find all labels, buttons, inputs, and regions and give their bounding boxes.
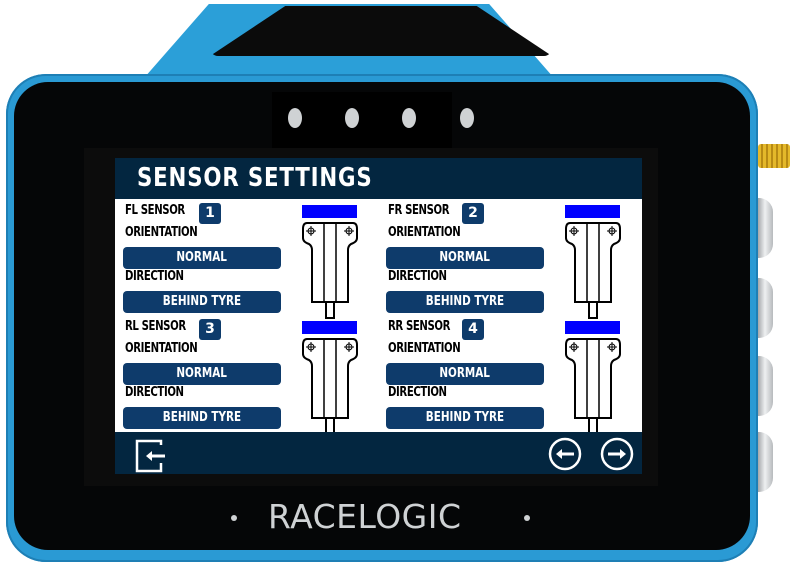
sensor-label: RR SENSOR (388, 319, 451, 334)
footer-bar (115, 432, 642, 474)
orientation-select[interactable]: NORMAL (123, 363, 281, 385)
direction-label: DIRECTION (125, 269, 184, 284)
previous-button[interactable] (548, 437, 582, 474)
direction-select[interactable]: BEHIND TYRE (386, 291, 544, 313)
sensor-number-badge: 2 (462, 203, 484, 224)
sensor-icon (565, 338, 621, 435)
direction-label: DIRECTION (125, 385, 184, 400)
screen: SENSOR SETTINGS FL SENSOR 1 ORIENTATION … (115, 158, 642, 474)
orientation-label: ORIENTATION (388, 225, 461, 240)
direction-select[interactable]: BEHIND TYRE (123, 291, 281, 313)
sensor-panel-rl: RL SENSOR 3 ORIENTATION NORMAL DIRECTION… (115, 315, 378, 430)
orientation-select[interactable]: NORMAL (386, 247, 544, 269)
exit-button[interactable] (135, 439, 169, 474)
sensor-indicator-bar (302, 205, 357, 218)
exit-icon (135, 439, 165, 473)
direction-label: DIRECTION (388, 269, 447, 284)
sensor-number-badge: 4 (462, 319, 484, 340)
sensor-indicator-bar (565, 205, 620, 218)
sensor-diagram-fl (302, 205, 358, 320)
orientation-label: ORIENTATION (125, 341, 198, 356)
side-connector-4 (757, 432, 773, 492)
arrow-right-circle-icon (600, 437, 634, 471)
sensor-diagram-rr (565, 321, 621, 436)
page-title: SENSOR SETTINGS (137, 163, 373, 193)
logo-dot-right (524, 515, 530, 521)
header-bar: SENSOR SETTINGS (115, 158, 642, 199)
arrow-left-circle-icon (548, 437, 582, 471)
sensor-number-badge: 1 (199, 203, 221, 224)
direction-label: DIRECTION (388, 385, 447, 400)
sensor-indicator-bar (565, 321, 620, 334)
sensor-indicator-bar (302, 321, 357, 334)
sensor-diagram-rl (302, 321, 358, 436)
logo-dot-left (231, 515, 237, 521)
sensor-label: FR SENSOR (388, 203, 450, 218)
sensor-icon (565, 222, 621, 319)
direction-select[interactable]: BEHIND TYRE (123, 407, 281, 429)
sensor-diagram-fr (565, 205, 621, 320)
indicator-dot-2 (345, 108, 359, 128)
next-button[interactable] (600, 437, 634, 474)
orientation-select[interactable]: NORMAL (123, 247, 281, 269)
indicator-dot-1 (288, 108, 302, 128)
sensor-panel-fl: FL SENSOR 1 ORIENTATION NORMAL DIRECTION… (115, 199, 378, 314)
side-connector-2 (757, 278, 773, 338)
orientation-label: ORIENTATION (388, 341, 461, 356)
side-connector-1 (757, 198, 773, 258)
indicator-dot-4 (460, 108, 474, 128)
sensor-icon (302, 338, 358, 435)
indicator-strip (272, 92, 452, 148)
direction-select[interactable]: BEHIND TYRE (386, 407, 544, 429)
brand-logo: RACELOGIC (268, 497, 462, 536)
sensor-icon (302, 222, 358, 319)
indicator-dot-3 (402, 108, 416, 128)
sensor-panel-rr: RR SENSOR 4 ORIENTATION NORMAL DIRECTION… (378, 315, 641, 430)
orientation-label: ORIENTATION (125, 225, 198, 240)
antenna-connector (758, 144, 790, 168)
sensor-label: FL SENSOR (125, 203, 185, 218)
sensor-label: RL SENSOR (125, 319, 186, 334)
orientation-select[interactable]: NORMAL (386, 363, 544, 385)
side-connector-3 (757, 356, 773, 416)
sensor-panel-fr: FR SENSOR 2 ORIENTATION NORMAL DIRECTION… (378, 199, 641, 314)
sensor-number-badge: 3 (199, 319, 221, 340)
